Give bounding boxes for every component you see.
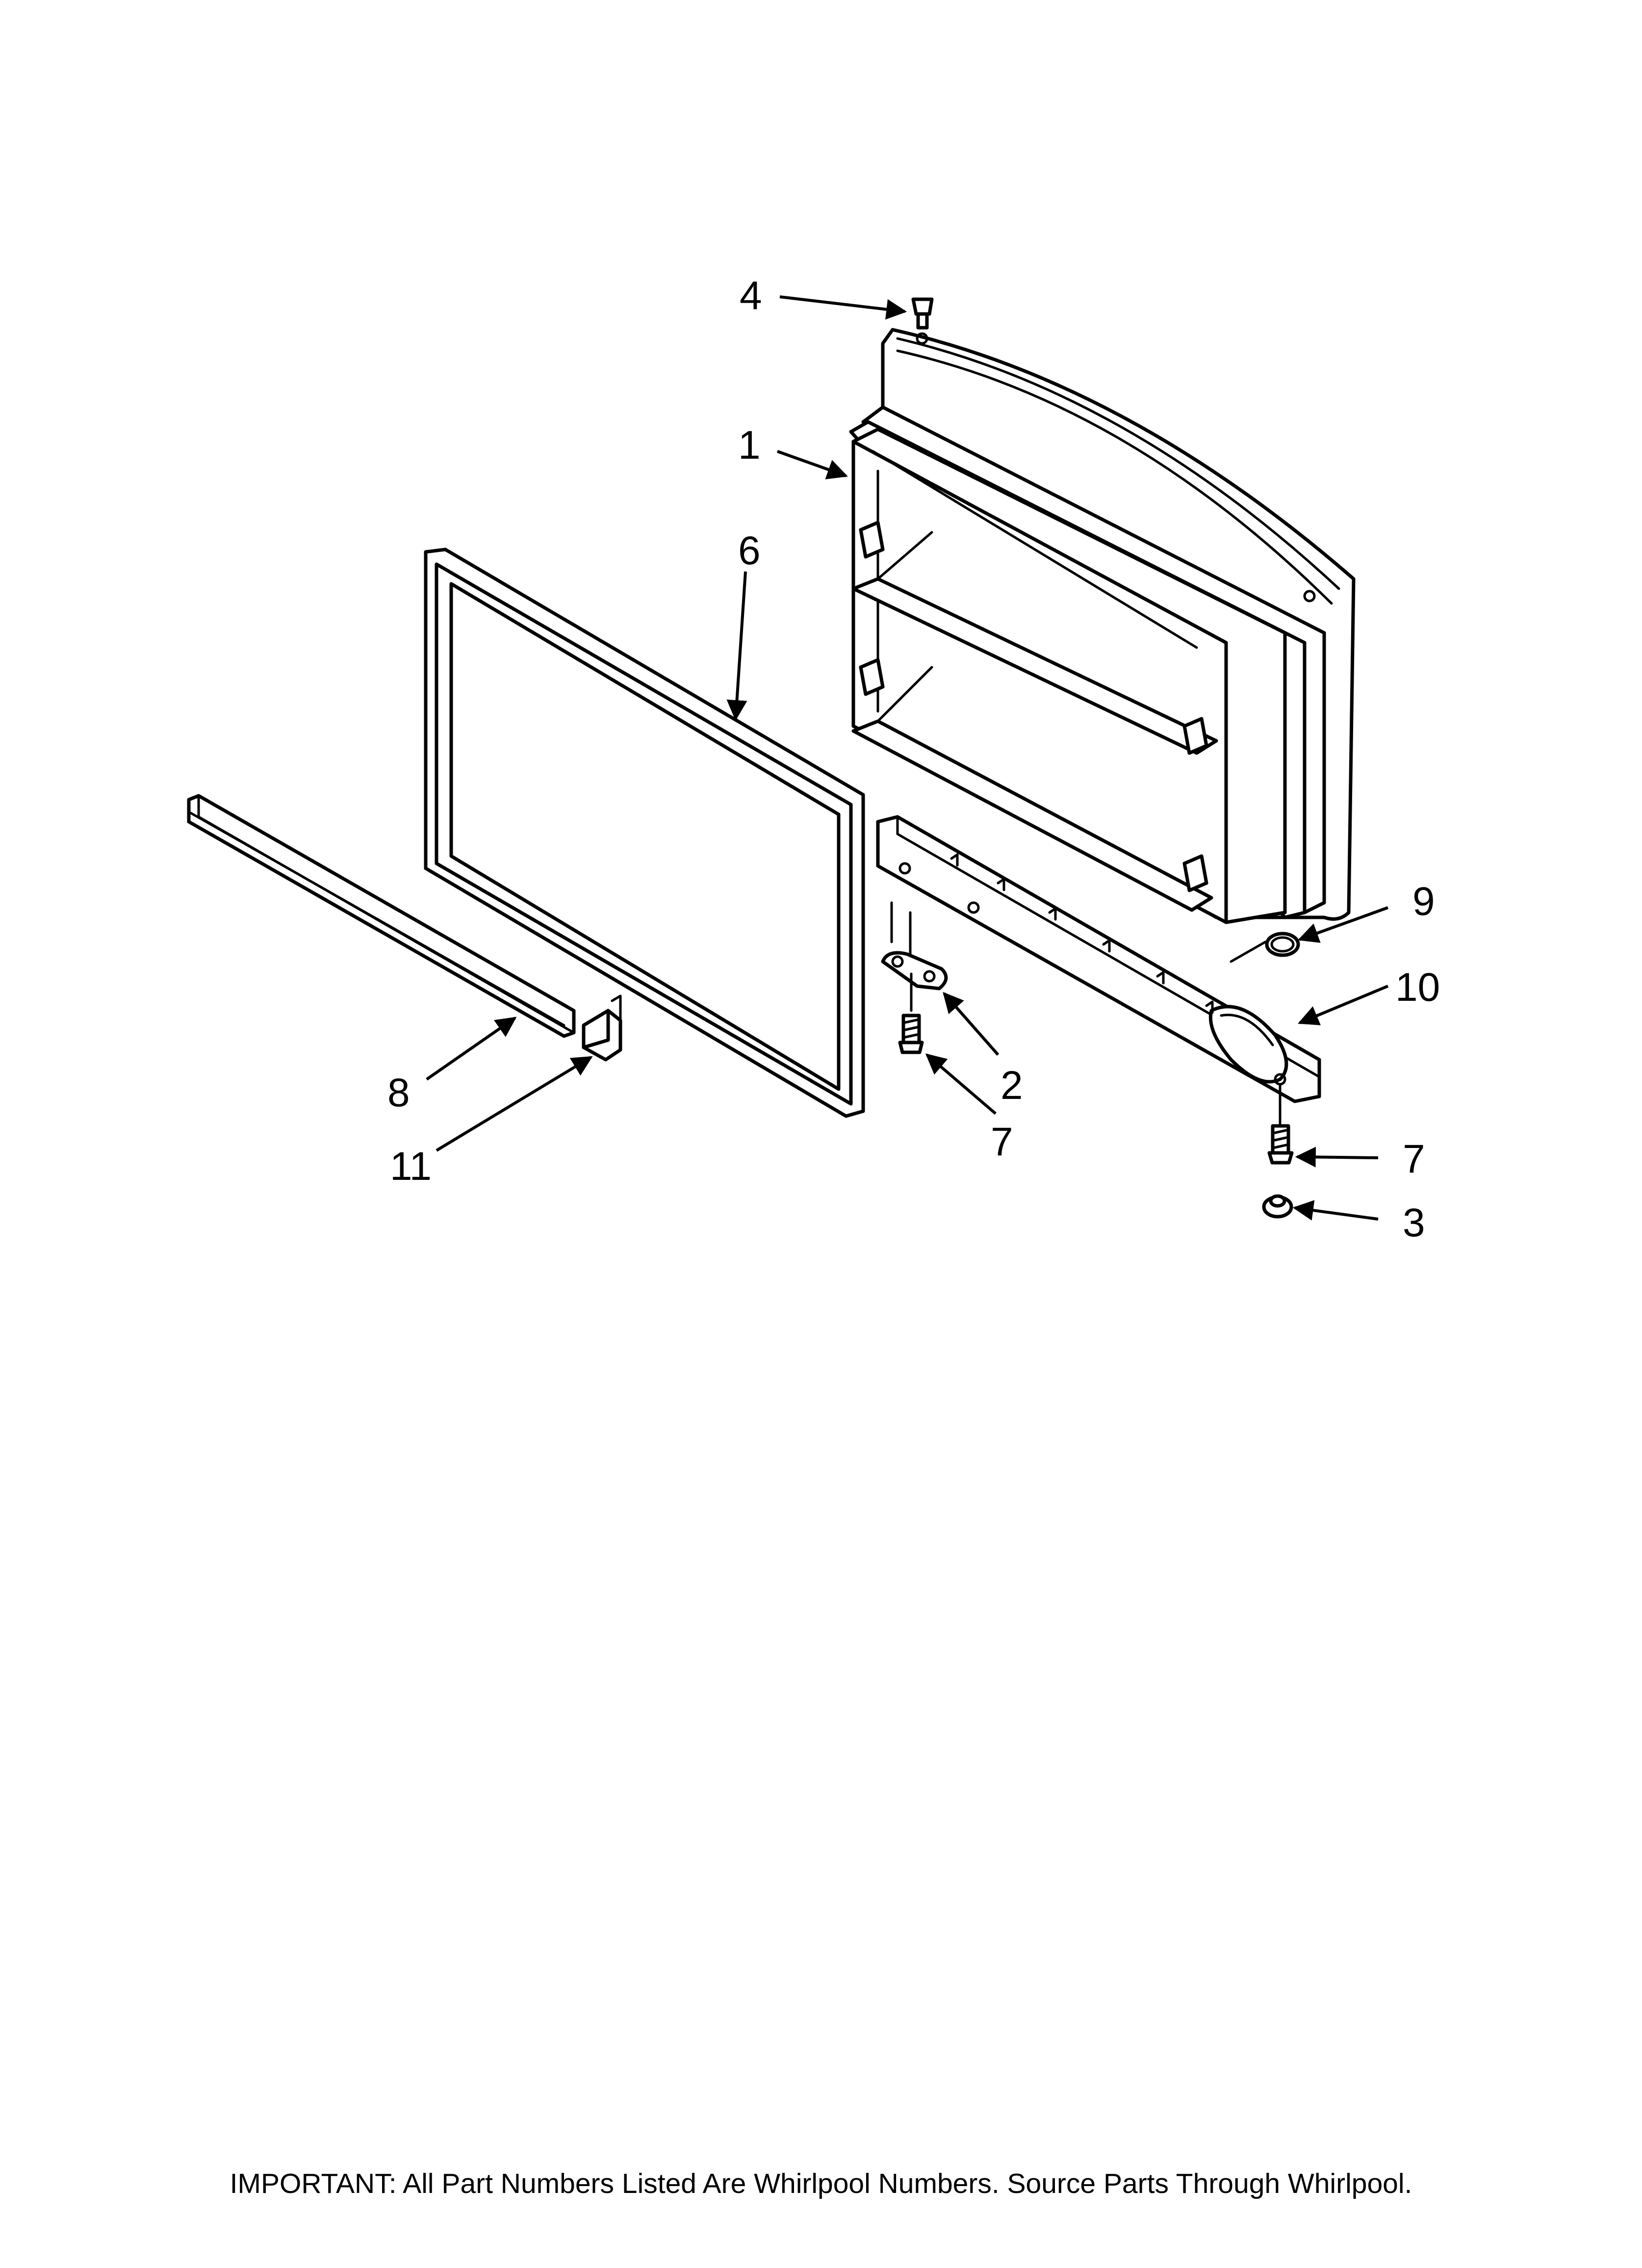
callout-10: 10	[1395, 965, 1440, 1010]
leader-9	[1298, 906, 1389, 943]
leader-6	[726, 571, 747, 721]
leader-10	[1298, 985, 1389, 1025]
leader-4	[779, 295, 907, 320]
important-notice-footer: IMPORTANT: All Part Numbers Listed Are W…	[230, 2168, 1412, 2199]
screw-part-left	[898, 972, 924, 1054]
callout-4: 4	[740, 273, 762, 318]
leader-8	[426, 1017, 517, 1081]
leader-2	[943, 991, 1000, 1056]
callout-7-right: 7	[1403, 1137, 1425, 1181]
leader-7a	[925, 1053, 997, 1115]
plug-screw-part	[911, 297, 934, 330]
callout-2: 2	[1001, 1063, 1023, 1108]
leader-3	[1292, 1200, 1379, 1221]
callout-7-left: 7	[991, 1120, 1013, 1164]
hinge-bracket-part	[881, 901, 948, 991]
leader-1	[776, 450, 848, 480]
washer-nut-part	[1262, 1194, 1293, 1219]
door-liner-part	[849, 328, 1356, 924]
leader-lines	[426, 295, 1389, 1221]
leader-7b	[1295, 1147, 1379, 1168]
trim-strip-part	[187, 794, 576, 1038]
end-cap-part	[582, 994, 622, 1062]
grommet-part	[1265, 932, 1300, 957]
callout-3: 3	[1403, 1200, 1425, 1245]
door-handle-trim-part	[876, 815, 1321, 1103]
callout-6: 6	[738, 528, 761, 573]
callout-1: 1	[738, 423, 761, 468]
screw-part-right	[1267, 1083, 1294, 1165]
callout-9: 9	[1412, 879, 1435, 924]
callout-labels: 4 1 6 9 10 2 7 7 8 11 3	[387, 273, 1440, 1245]
callout-11: 11	[390, 1144, 432, 1189]
callout-8: 8	[387, 1070, 410, 1115]
leader-11	[436, 1056, 593, 1152]
door-gasket-part	[424, 547, 865, 1118]
